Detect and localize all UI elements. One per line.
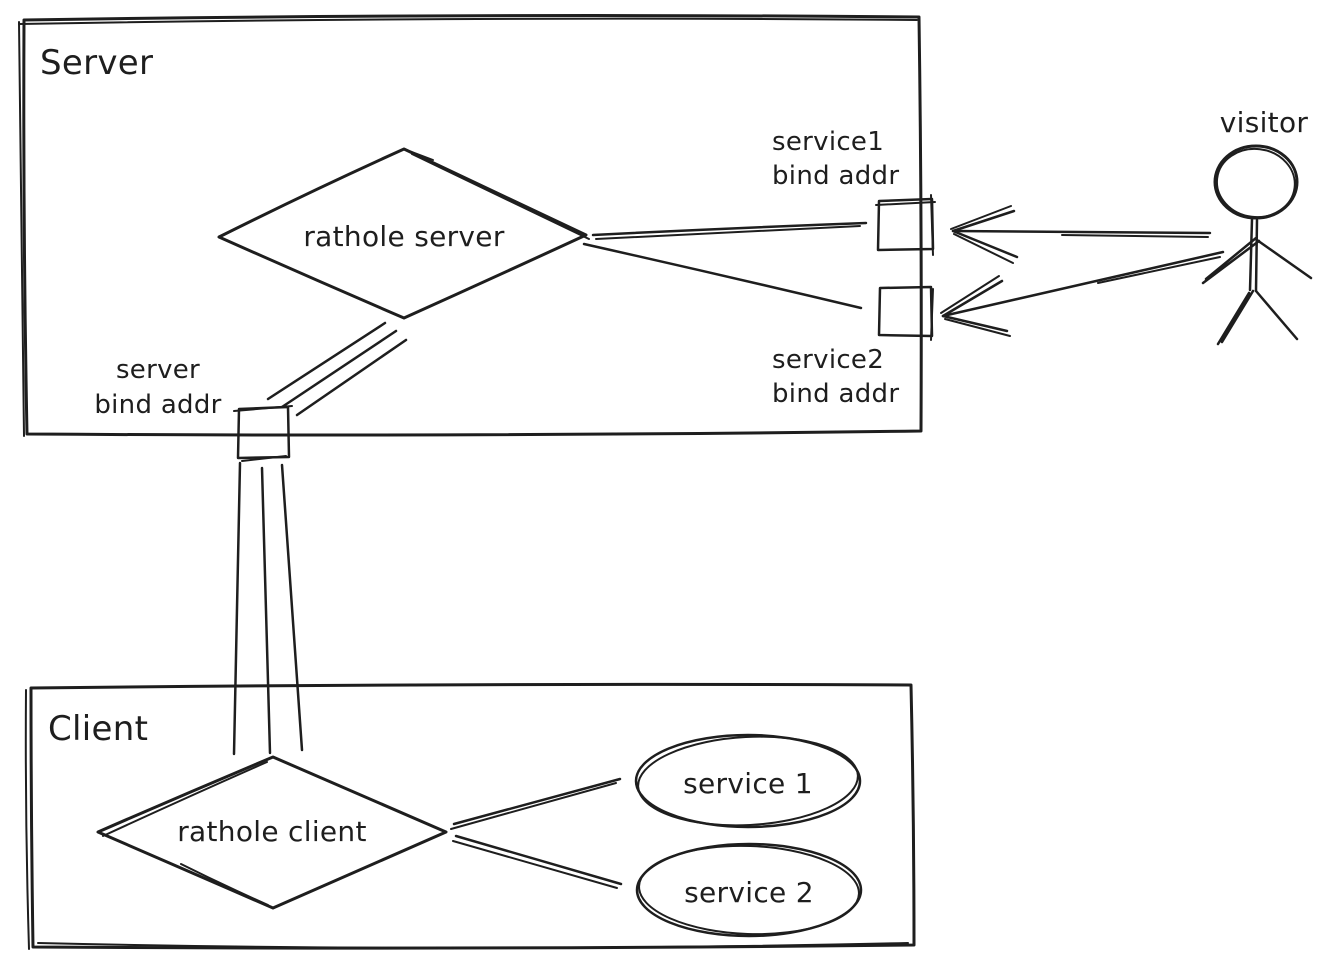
client-box: Client	[24, 682, 916, 950]
server-box-outline	[22, 14, 923, 437]
edge-rathole-server-to-service1	[591, 221, 868, 240]
rathole-server-diamond-accent2	[403, 148, 434, 161]
client-box-label: Client	[48, 709, 148, 749]
tunnel-line-3	[280, 463, 304, 752]
service2-bind-addr-node: service2 bind addr	[772, 285, 934, 409]
edge-line	[452, 777, 622, 826]
client-box-outline	[29, 682, 916, 950]
rathole-server-node: rathole server	[217, 147, 590, 320]
rathole-server-diamond	[217, 147, 588, 320]
edge-line	[454, 834, 623, 886]
arrow-visitor-to-service2	[940, 250, 1225, 337]
server-bind-addr-label-line1: server	[116, 355, 200, 385]
service1-bind-addr-label-line2: bind addr	[772, 161, 899, 191]
server-box-sketch-accent-top	[18, 17, 918, 25]
service1-ellipse-accent	[637, 735, 859, 827]
rathole-server-label: rathole server	[303, 220, 504, 253]
visitor-left-arm	[1201, 236, 1261, 285]
arrow-shaft-accent	[1061, 234, 1209, 238]
service1-label: service 1	[683, 767, 813, 800]
tunnel-line-1	[232, 461, 242, 756]
service2-bind-addr-square	[877, 285, 934, 338]
edge-line-accent	[595, 225, 861, 240]
edge-line	[582, 242, 863, 310]
edge-rathole-client-to-service1	[450, 777, 622, 830]
rathole-client-node: rathole client	[96, 755, 448, 910]
server-box-sketch-accent-left	[18, 21, 25, 437]
visitor-head	[1213, 144, 1299, 220]
service1-bind-addr-square-accent	[875, 194, 936, 256]
tunnel-line-2	[260, 466, 272, 755]
service2-label: service 2	[684, 876, 814, 909]
edge-rathole-client-to-service2	[452, 834, 623, 889]
arrow-shaft-accent	[1097, 256, 1221, 284]
arrow-head	[951, 209, 1019, 259]
service1-bind-addr-label-line1: service1	[772, 127, 884, 157]
client-box-sketch-accent-left	[24, 689, 30, 950]
visitor-figure: visitor	[1201, 106, 1313, 346]
service2-ellipse-accent	[638, 844, 860, 936]
rathole-client-diamond	[96, 755, 448, 910]
rathole-server-diamond-accent	[411, 153, 590, 240]
arrow-shaft	[941, 250, 1225, 318]
service2-bind-addr-label-line1: service2	[772, 345, 884, 375]
rathole-client-diamond-accent	[102, 761, 268, 837]
service2-node: service 2	[635, 842, 863, 938]
visitor-left-leg	[1216, 289, 1255, 346]
arrow-visitor-to-service1	[950, 205, 1212, 264]
tunnel-line-1	[266, 321, 387, 401]
server-bind-addr-label-line2: bind addr	[94, 390, 221, 420]
arrow-head-accent	[940, 275, 1011, 337]
visitor-right-arm	[1255, 238, 1313, 280]
server-bind-addr-square	[236, 405, 291, 460]
tunnel-lines-bind-to-client	[232, 461, 304, 756]
arrow-shaft	[951, 229, 1212, 235]
edge-line-accent	[450, 782, 617, 830]
visitor-label: visitor	[1220, 106, 1309, 139]
service1-node: service 1	[634, 733, 862, 829]
service1-bind-addr-square	[876, 197, 935, 252]
edge-line-accent	[452, 840, 618, 889]
edge-rathole-server-to-service2	[582, 242, 863, 310]
tunnel-line-3	[295, 338, 408, 417]
visitor-head-accent	[1215, 147, 1296, 219]
visitor-body	[1248, 217, 1259, 293]
server-box-label: Server	[40, 43, 153, 83]
edge-line	[591, 221, 868, 237]
rathole-client-label: rathole client	[177, 815, 367, 848]
service2-bind-addr-label-line2: bind addr	[772, 379, 899, 409]
service1-bind-addr-node: service1 bind addr	[772, 127, 936, 256]
tunnel-lines-server-to-bind	[266, 321, 408, 417]
arrow-head-accent	[950, 205, 1014, 264]
visitor-right-leg	[1254, 289, 1299, 341]
server-box: Server	[18, 14, 923, 437]
server-bind-addr-node: server bind addr	[94, 355, 293, 462]
rathole-client-diamond-accent2	[180, 863, 269, 906]
client-box-sketch-accent-bottom	[37, 942, 909, 949]
arrow-head	[941, 279, 1009, 333]
service2-bind-addr-square-accent	[930, 288, 934, 341]
tunnel-line-2	[280, 329, 398, 409]
